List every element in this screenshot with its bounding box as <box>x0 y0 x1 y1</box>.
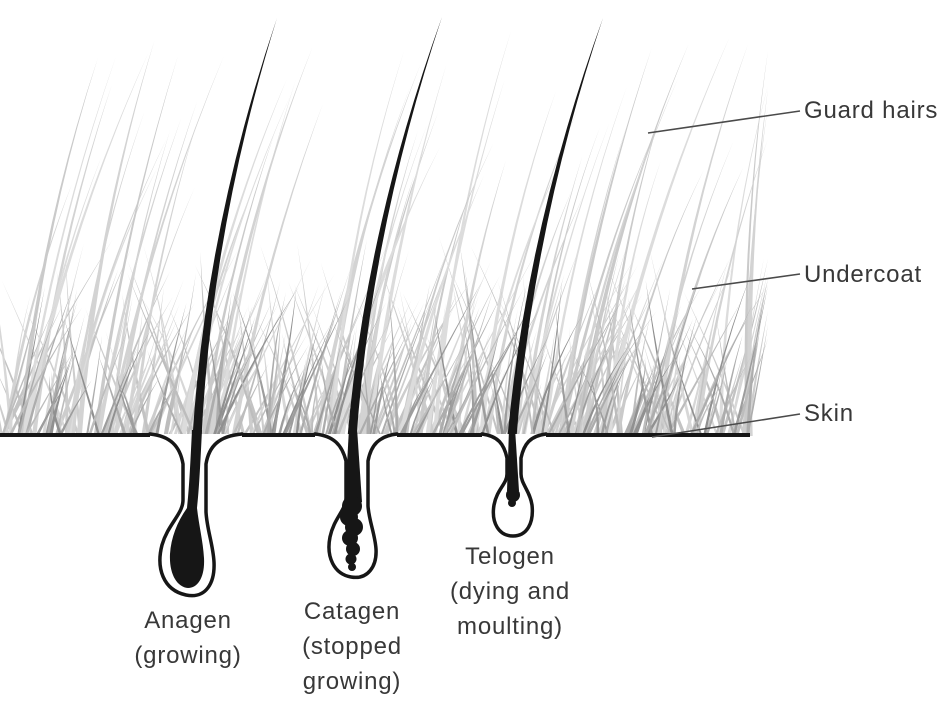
guard-hairs-leader-line <box>647 110 801 134</box>
telogen-hair <box>507 18 603 437</box>
anagen-follicle <box>148 430 244 598</box>
label-undercoat: Undercoat <box>804 261 922 288</box>
leader-lines <box>647 110 801 438</box>
skin-leader-line <box>651 413 801 438</box>
phase-name: Anagen <box>144 607 232 634</box>
phase-hairs-group <box>192 17 603 437</box>
label-catagen: Catagen (stopped growing) <box>262 594 442 699</box>
phase-desc: moulting) <box>457 613 563 640</box>
phase-desc: (stopped <box>302 633 402 660</box>
catagen-hair <box>347 17 442 437</box>
phase-desc: (dying and <box>449 578 571 605</box>
catagen-follicle-root <box>345 428 362 506</box>
catagen-follicle <box>313 428 399 580</box>
anagen-hair <box>192 18 277 437</box>
label-guard-hairs: Guard hairs <box>804 97 939 124</box>
label-skin: Skin <box>804 400 854 427</box>
phase-name: Catagen <box>303 598 401 625</box>
telogen-root-beads <box>506 488 520 507</box>
label-anagen: Anagen (growing) <box>98 603 278 673</box>
telogen-follicle <box>480 428 548 538</box>
anagen-follicle-root <box>169 430 205 588</box>
phase-desc: (growing) <box>134 642 242 669</box>
catagen-root-beads <box>340 496 363 571</box>
undercoat-leader-line <box>691 273 801 290</box>
phase-name: Telogen <box>465 543 555 570</box>
phase-desc: growing) <box>302 668 402 695</box>
telogen-follicle-root <box>507 428 519 491</box>
label-telogen: Telogen (dying and moulting) <box>420 539 600 644</box>
